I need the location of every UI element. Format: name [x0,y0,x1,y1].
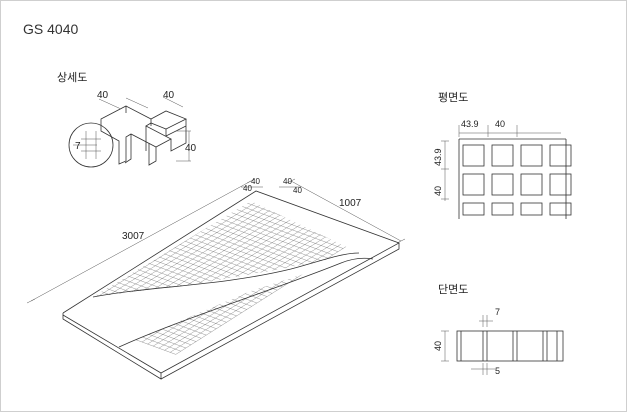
plan-cell [491,173,514,196]
detail-dim-height: 40 [185,143,197,154]
plan-cell [462,144,485,167]
product-code-title: GS 4040 [23,21,79,37]
plan-cell [549,144,572,167]
plan-cell [520,202,543,216]
plan-heading: 평면도 [438,91,468,104]
plan-cell [491,202,514,216]
plan-view [441,125,572,219]
section-heading: 단면도 [438,283,468,296]
pitch-dim-a: 40 [243,184,252,193]
detail-dim-right: 40 [163,90,175,101]
plan-cell [462,173,485,196]
detail-view [68,96,191,168]
detail-dim-left: 40 [97,90,109,101]
plan-dim-v1: 43.9 [433,148,443,166]
plan-cell [520,173,543,196]
plan-grid-cells [462,144,572,216]
plan-dim-h1: 43.9 [461,119,479,129]
length-dim: 3007 [122,231,145,242]
grating-plate-view [26,178,406,380]
plan-dim-v2: 40 [433,186,443,196]
section-dim-top: 7 [495,307,500,317]
plan-cell [462,202,485,216]
plan-cell [549,202,572,216]
plan-cell [520,144,543,167]
pitch-dim-d: 40 [293,186,302,195]
plan-dim-h2: 40 [495,119,505,129]
plan-cell [549,173,572,196]
grating-mesh-upper [93,201,359,297]
section-view [441,315,564,375]
width-dim: 1007 [339,198,362,209]
detail-heading: 상세도 [57,71,87,84]
plan-cell [491,144,514,167]
section-dim-bottom: 5 [495,366,500,376]
section-dim-height: 40 [433,341,443,351]
pitch-dim-c: 40 [283,177,292,186]
detail-dim-thickness: 7 [75,141,81,152]
pitch-dim-b: 40 [251,177,260,186]
